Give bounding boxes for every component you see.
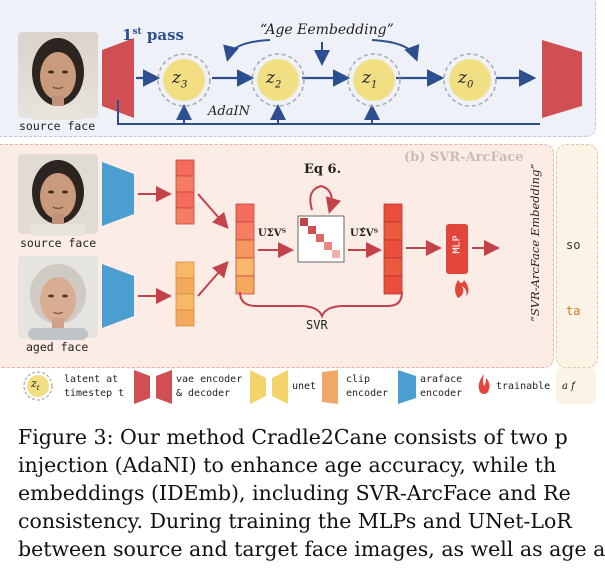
source-face-label-b: source face <box>20 236 97 250</box>
legend-flame-icon <box>478 374 490 394</box>
legend-latent-line2: timestep t <box>64 388 125 399</box>
legend-unet-icon <box>250 370 288 404</box>
legend-arcface-line2: encoder <box>420 388 463 399</box>
caption-line-2: injection (AdaNI) to enhance age accurac… <box>18 453 557 477</box>
source-face-label-top: source face <box>19 119 96 133</box>
legend-vae-line1: vae encoder <box>176 374 243 385</box>
right-partial-text-2: ta <box>566 304 581 318</box>
adain-label: AdaIN <box>208 104 250 119</box>
right-partial-panel <box>556 144 598 368</box>
legend-vae-icon <box>134 370 172 404</box>
aged-embedding-column <box>175 261 195 327</box>
eq-label: Eq 6. <box>304 162 342 177</box>
arcface-encoder-icon-1 <box>102 162 134 226</box>
svr-arcface-embedding-label: “SVR-ArcFace Embedding” <box>528 163 542 322</box>
aged-face-image <box>18 256 98 340</box>
vae-encoder-icon-top <box>102 38 134 118</box>
mlp-box <box>446 224 468 274</box>
latent-z0 <box>443 53 497 107</box>
legend-partial-text: a f <box>562 381 575 392</box>
face-illustration <box>30 38 86 120</box>
age-embedding-label: “Age Eembedding” <box>260 22 394 38</box>
mlp-label: MLP <box>451 235 463 254</box>
usv-label-1: UΣVᵀ <box>258 228 287 239</box>
latent-z0-label: z0 <box>458 68 474 91</box>
legend-clip-icon <box>322 370 338 404</box>
legend-latent-icon <box>23 371 53 401</box>
svr-diagram <box>138 159 500 327</box>
latent-z2 <box>251 53 305 107</box>
vae-decoder-icon-top <box>542 40 582 118</box>
caption-line-3: embeddings (IDEmb), including SVR-ArcFac… <box>18 481 571 505</box>
source-embedding-column <box>175 159 195 225</box>
legend-clip-line1: clip <box>346 374 371 385</box>
svr-label: SVR <box>306 318 328 332</box>
source-face-image-top <box>18 32 98 120</box>
legend-trainable-label: trainable <box>496 381 551 392</box>
legend-vae-line2: & decoder <box>176 388 231 399</box>
top-panel <box>0 0 596 137</box>
concat-embedding-column <box>235 203 255 295</box>
caption-line-1: Figure 3: Our method Cradle2Cane consist… <box>18 425 568 449</box>
sigma-matrix <box>297 215 345 263</box>
trainable-flame <box>455 280 469 298</box>
latent-z3 <box>157 53 211 107</box>
latent-z1-label: z1 <box>362 68 378 91</box>
top-arrows <box>117 39 540 125</box>
legend-arcface-line1: araface <box>420 374 463 385</box>
source-face-image-b <box>18 154 98 236</box>
latent-z2-label: z2 <box>266 68 282 91</box>
legend-partial-box <box>556 368 596 404</box>
arcface-encoder-icon-2 <box>102 264 134 328</box>
latent-z1 <box>347 53 401 107</box>
aged-face-label: aged face <box>26 340 89 354</box>
output-embedding-column <box>383 203 403 295</box>
caption-line-4: consistency. During training the MLPs an… <box>18 509 572 533</box>
legend-unet-label: unet <box>292 381 317 392</box>
right-partial-text-1: so <box>566 238 581 252</box>
legend-latent-symbol: zt <box>31 377 40 393</box>
pass-label: 1st pass <box>122 26 184 44</box>
usv-label-2: UΣ̂Vᵀ <box>350 228 379 239</box>
face-illustration <box>28 264 88 340</box>
legend-clip-line2: encoder <box>346 388 389 399</box>
latent-z3-label: z3 <box>172 68 188 91</box>
svr-brace <box>239 291 403 319</box>
face-illustration <box>30 160 86 236</box>
caption-line-5: between source and target face images, a… <box>18 537 605 561</box>
legend-arcface-icon <box>398 370 416 404</box>
legend-latent-line1: latent at <box>64 374 119 385</box>
svr-arcface-title: (b) SVR-ArcFace <box>404 150 524 165</box>
